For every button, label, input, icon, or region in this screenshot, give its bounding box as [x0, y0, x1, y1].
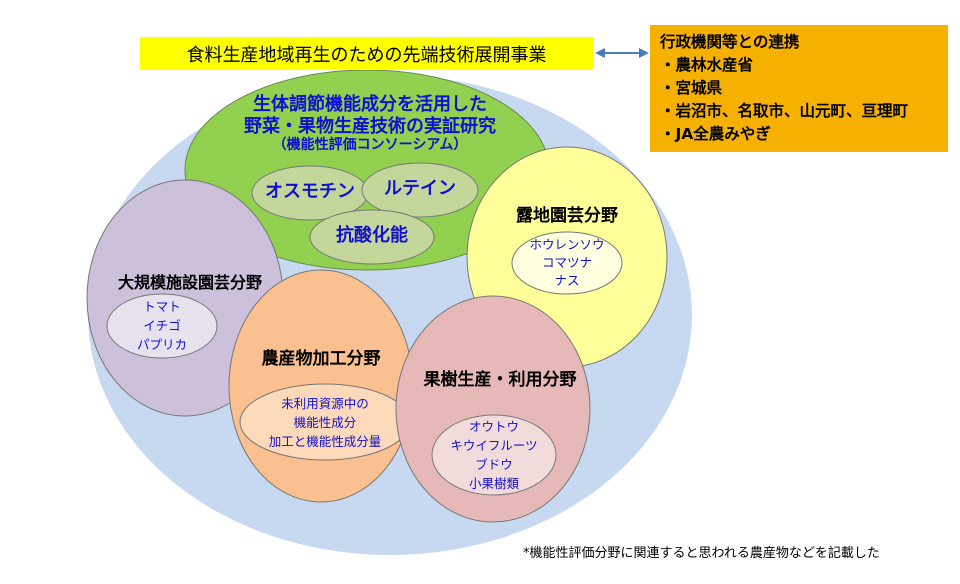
component-antioxidant — [309, 209, 435, 265]
crop: オウトウ — [468, 419, 519, 434]
project-title: 食料生産地域再生のための先端技術展開事業 — [140, 37, 593, 70]
crop: トマト — [143, 299, 181, 314]
crop: 小果樹類 — [468, 476, 519, 491]
partner-item: ・宮城県 — [660, 79, 723, 97]
consortium-title: 生体調節機能成分を活用した 野菜・果物生産技術の実証研究 （機能性評価コンソーシ… — [200, 94, 540, 154]
consortium-line1: 生体調節機能成分を活用した — [253, 94, 487, 115]
partners-box: 行政機関等との連携 ・農林水産省 ・宮城県 ・岩沼市、名取市、山元町、亘理町 ・… — [650, 25, 948, 152]
crop: ブドウ — [475, 457, 513, 472]
crop: 機能性成分 — [293, 415, 357, 430]
crop: ナス — [554, 273, 580, 288]
greenhouse-label: 大規模施設園芸分野 — [117, 273, 262, 292]
open-field-crops — [511, 231, 623, 295]
component-label: ルテイン — [384, 178, 456, 199]
double-arrow-icon — [595, 48, 649, 58]
greenhouse-crops — [106, 293, 218, 359]
crop: 未利用資源中の — [281, 396, 369, 411]
partners-heading: 行政機関等との連携 — [660, 33, 800, 51]
consortium-line3: （機能性評価コンソーシアム） — [272, 137, 468, 154]
partner-item: ・岩沼市、名取市、山元町、亘理町 — [660, 102, 909, 120]
crop: キウイフルーツ — [450, 438, 538, 453]
component-lutein — [361, 162, 479, 218]
component-label: オスモチン — [265, 181, 355, 202]
crop: 加工と機能性成分量 — [268, 434, 382, 449]
greenhouse-crop-list: トマト イチゴ パプリカ — [107, 297, 217, 354]
crop: イチゴ — [143, 318, 181, 333]
component-label: 抗酸化能 — [336, 225, 408, 246]
fruit-label: 果樹生産・利用分野 — [423, 370, 577, 390]
processing-label: 農産物加工分野 — [261, 349, 381, 369]
footnote: *機能性評価分野に関連すると思われる農産物などを記載した — [523, 546, 880, 561]
open-field-label: 露地園芸分野 — [516, 206, 618, 226]
fruit-crops — [431, 414, 557, 496]
crop: ホウレンソウ — [529, 237, 605, 252]
open-field-crop-list: ホウレンソウ コマツナ ナス — [512, 236, 622, 290]
crop: コマツナ — [541, 255, 592, 270]
partner-item: ・JA全農みやぎ — [660, 125, 771, 143]
processing-crop-list: 未利用資源中の 機能性成分 加工と機能性成分量 — [240, 394, 410, 451]
fruit-crop-list: オウトウ キウイフルーツ ブドウ 小果樹類 — [434, 417, 554, 493]
consortium-line2: 野菜・果物生産技術の実証研究 — [244, 115, 496, 137]
partner-item: ・農林水産省 — [660, 56, 754, 74]
crop: パプリカ — [136, 337, 187, 352]
